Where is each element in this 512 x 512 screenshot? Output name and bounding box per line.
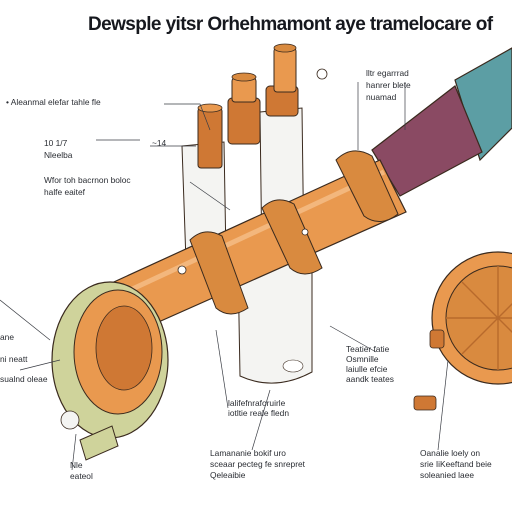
label-right-mid-1: Teatier fatie <box>346 344 390 354</box>
label-bottom-right-2: srie IiKeeftand beie <box>420 459 492 469</box>
label-bottom-mid-1: Lamananie bokif uro <box>210 448 286 458</box>
page-title: Dewsple yitsr Orhehmamont aye tramelocar… <box>88 14 493 35</box>
leader-lines <box>0 82 449 471</box>
label-bottom-left-1: ane <box>0 332 14 342</box>
pipe-flanges <box>177 150 399 315</box>
label-left-foot-1: Nle <box>70 460 83 470</box>
label-bottom-mid-3: Qeleaibie <box>210 470 246 480</box>
label-mid-left-3: Wfor toh bacrnon boloc <box>44 175 131 185</box>
label-bottom-right-1: Oanalie loely on <box>420 448 480 458</box>
label-bottom-mid-2: sceaar pecteg fe snrepret <box>210 459 306 469</box>
label-center-bottom-2: iotltie reale fledn <box>228 408 289 418</box>
left-end-housing <box>51 281 169 461</box>
label-mid-left-1: 10 1/7 <box>44 138 68 148</box>
label-mid-left-2: Nleelba <box>44 150 73 160</box>
label-right-mid-4: aandk teates <box>346 374 394 384</box>
label-top-right-3: nuamad <box>366 92 397 102</box>
label-left-foot-2: eateol <box>70 471 93 481</box>
bottom-tank <box>237 257 313 384</box>
label-center-bottom-1: lalifefnraforuirle <box>228 398 286 408</box>
label-small-left-a: ~14 <box>152 138 167 148</box>
right-round-cap <box>413 251 512 411</box>
label-bottom-left-3: sualnd oleae <box>0 374 48 384</box>
label-top-right-2: hanrer blete <box>366 80 411 90</box>
label-top-left-1: • Aleanmal elefar tahle fle <box>6 97 101 107</box>
label-top-right-1: lltr egarrrad <box>366 68 409 78</box>
label-right-mid-2: Osmnille <box>346 354 379 364</box>
label-bottom-right-3: soleanied laee <box>420 470 474 480</box>
label-mid-left-4: halfe eaitef <box>44 187 86 197</box>
label-bottom-left-2: ni neatt <box>0 354 28 364</box>
label-right-mid-3: laiulle efcie <box>346 364 388 374</box>
top-fittings <box>197 43 328 169</box>
